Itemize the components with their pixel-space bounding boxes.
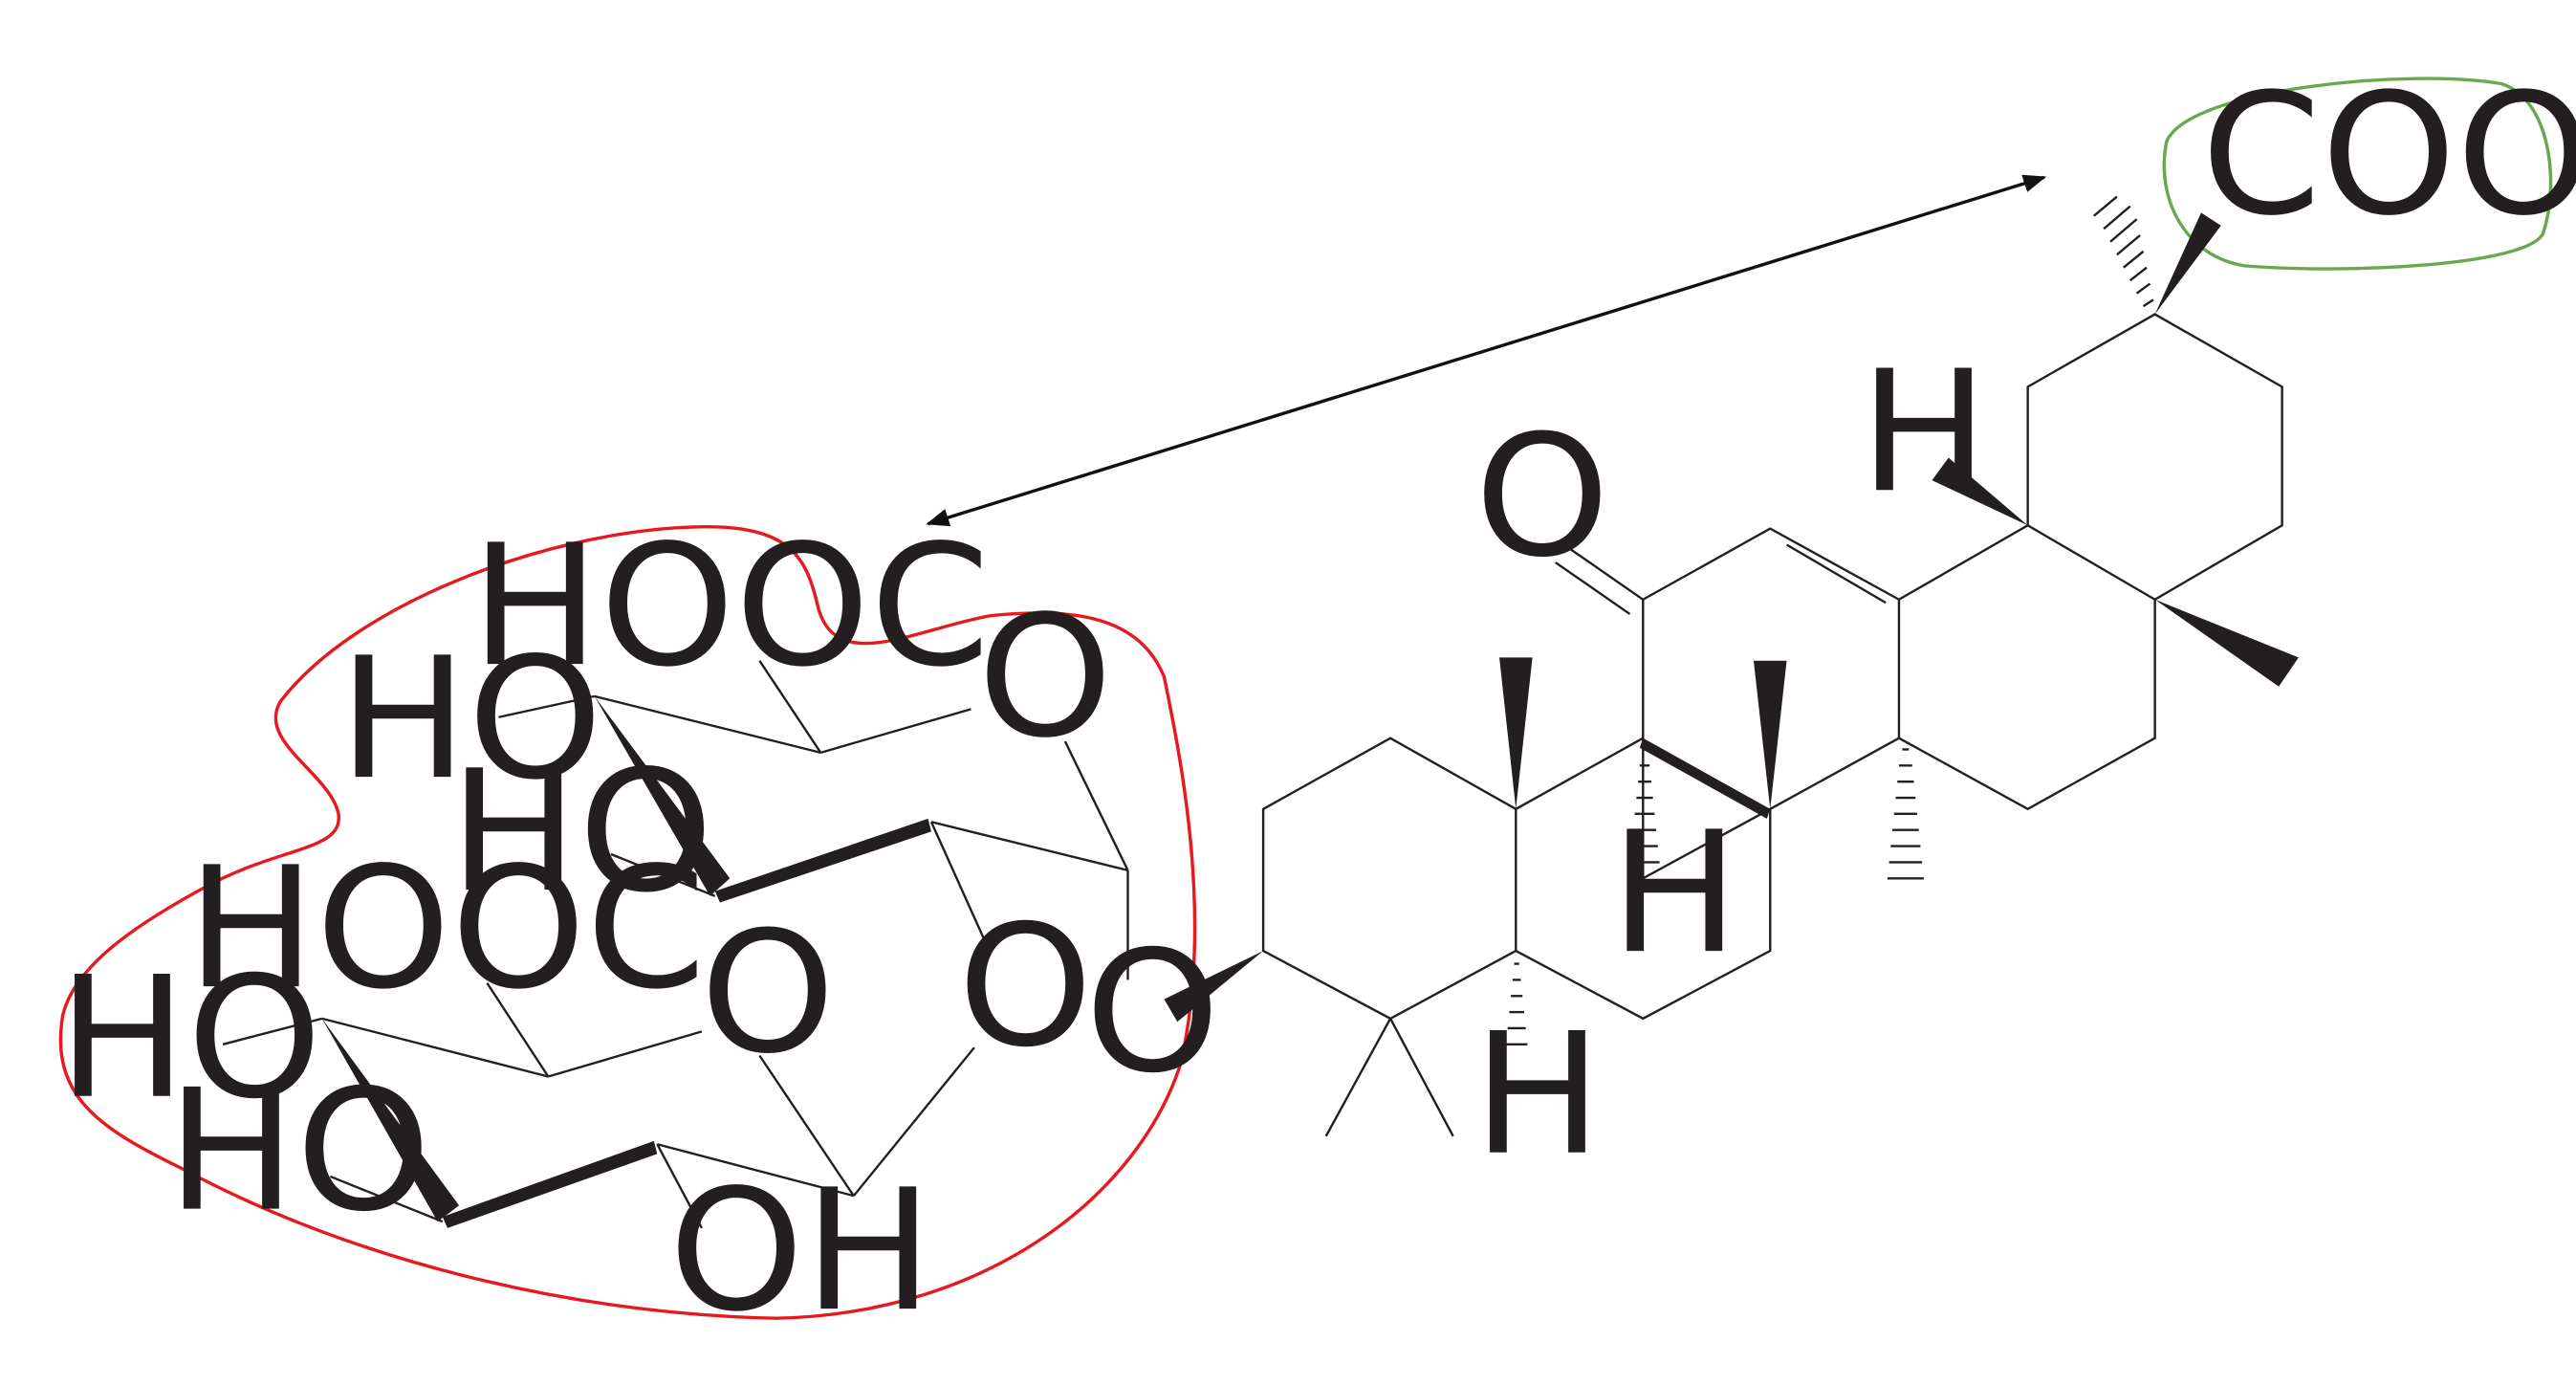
bridge-oxygen-label: O xyxy=(958,889,1093,1084)
ring-oxygen-label-upper: O xyxy=(977,579,1112,774)
ho-label-1: HO xyxy=(338,621,602,816)
wedge-bonds xyxy=(321,212,2299,1228)
ketone-oxygen-label: O xyxy=(1474,399,1609,594)
hooc-label-upper: HOOC xyxy=(470,508,990,703)
ho-label-2: HO xyxy=(449,734,713,929)
hashed-bonds xyxy=(1505,195,2154,1045)
sugar-moiety-outline xyxy=(58,525,1197,1320)
ring-oxygen-label-lower: O xyxy=(700,895,835,1090)
carboxylic-acid-outline xyxy=(2162,77,2553,271)
h-label-ring-e: H xyxy=(1860,334,1989,529)
linkage-arrow xyxy=(926,174,2047,527)
glycosidic-oxygen-label: O xyxy=(1085,914,1220,1110)
atom-labels: COOH H O HOOC O HO HO H HOOC O O O HO H … xyxy=(57,56,2576,1348)
ho-label-3: HO xyxy=(57,940,321,1135)
hooc-label-lower: HOOC xyxy=(186,830,706,1025)
sugar-rings xyxy=(222,660,1129,1229)
ho-label-4: HO xyxy=(166,1053,430,1248)
triterpene-skeleton xyxy=(1126,313,2283,1137)
oh-label: OH xyxy=(668,1153,932,1348)
h-label-ring-a: H xyxy=(1473,997,1602,1192)
cooh-label: COOH xyxy=(2201,56,2576,252)
h-label-ring-b: H xyxy=(1610,795,1739,990)
